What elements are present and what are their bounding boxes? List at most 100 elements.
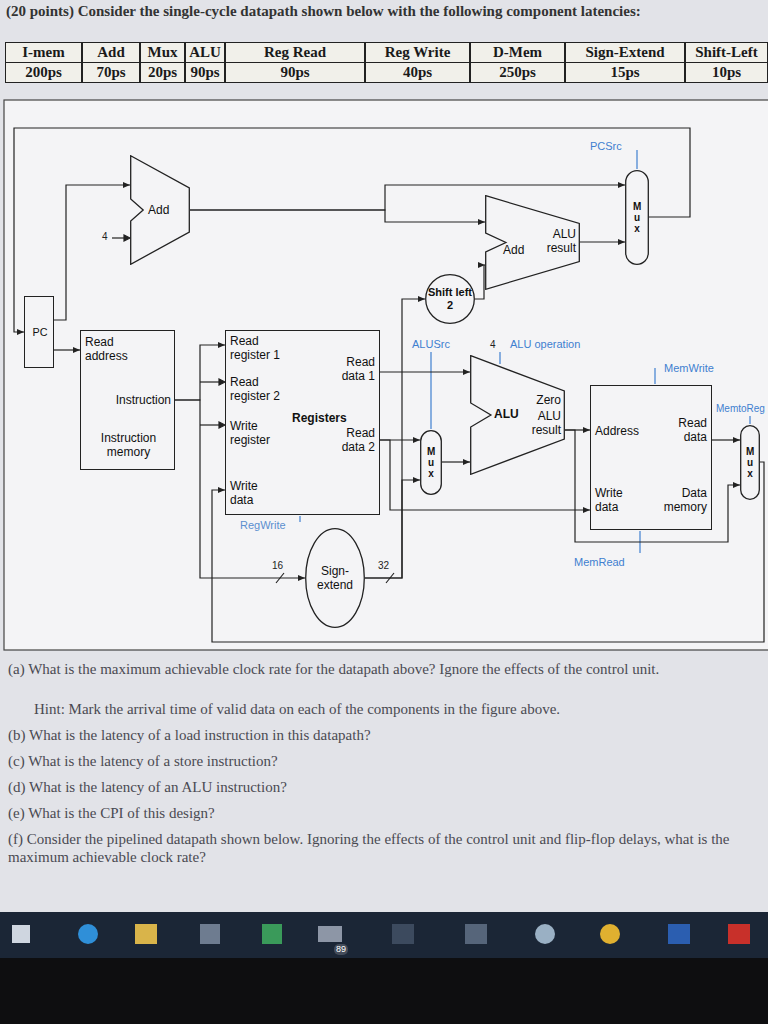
node-text: Registers (292, 411, 347, 425)
node-text: Data memory (655, 486, 707, 514)
table-value-cell: 10ps (685, 62, 768, 83)
table-header-cell: Add (82, 42, 140, 63)
node-text: Write data (230, 479, 270, 507)
question-text: (e) What is the CPI of this design? (8, 804, 760, 822)
outline (741, 426, 760, 500)
node-text: Read register 1 (230, 334, 300, 362)
table-header-cell: ALU (185, 42, 225, 63)
table-value-cell: 200ps (5, 62, 82, 83)
node-text: Read register 2 (230, 375, 300, 403)
node-text: Address (595, 424, 639, 438)
wire-connector (380, 371, 470, 372)
taskbar (0, 912, 768, 958)
node-text: Write data (595, 486, 635, 514)
table-header-cell: Reg Read (225, 42, 365, 63)
node-text: M u x (746, 446, 754, 479)
node-text: Write register (230, 419, 290, 447)
table-header-cell: Shift-Left (685, 42, 768, 63)
wire-connector (175, 345, 225, 400)
table-value-cell: 250ps (470, 62, 565, 83)
table-value-cell: 40ps (365, 62, 470, 83)
outline (426, 275, 475, 324)
control-signal: PCSrc (590, 140, 622, 153)
control-signal: MemtoReg (716, 402, 765, 415)
outline (626, 171, 649, 265)
adder-symbol: Add ALU result (485, 195, 580, 290)
node-text: Zero (536, 393, 561, 407)
table-value-cell: 20ps (140, 62, 185, 83)
wire-connector (190, 185, 625, 210)
wire-connector (712, 439, 740, 440)
node-text: Shift left 2 (428, 286, 472, 312)
wire-connector (580, 241, 625, 242)
question-text: (c) What is the latency of a store instr… (8, 752, 760, 770)
control-signal: ALUSrc (412, 338, 450, 351)
node-text: M u x (427, 446, 435, 479)
node-text: Read address (85, 335, 145, 363)
node-text: ALU (494, 407, 519, 421)
node-text: Sign- extend (310, 564, 360, 592)
control-signal: MemWrite (664, 362, 714, 375)
question-text: (b) What is the latency of a load instru… (8, 726, 760, 744)
wire-connector (54, 349, 80, 350)
bus-width: 16 (272, 560, 283, 572)
bus-width: 32 (378, 560, 389, 572)
outline (421, 431, 442, 495)
table-header-cell: I-mem (5, 42, 82, 63)
hint-text: Hint: Mark the arrival time of valid dat… (34, 700, 760, 718)
table-value-cell: 15ps (565, 62, 685, 83)
outline (306, 529, 365, 628)
node-text: Add (503, 243, 524, 257)
adder-symbol: Add (130, 155, 190, 265)
question-text: (a) What is the maximum achievable clock… (8, 660, 760, 678)
node-text: Add (148, 203, 169, 217)
control-signal: RegWrite (240, 519, 286, 532)
mux-symbol: M u x (740, 425, 760, 500)
register-box: PC (24, 296, 54, 368)
table-value-cell: 90ps (225, 62, 365, 83)
memory-block: Address Read dataWrite data Data memory (590, 385, 712, 530)
notification-badge: 89 (334, 944, 348, 955)
table-value-cell: 70ps (82, 62, 140, 83)
register-file: Read register 1 Read register 2 Write regi… (225, 330, 380, 515)
shift-circle: Shift left 2 (425, 274, 475, 324)
wire-connector (190, 210, 485, 222)
bus-width: 4 (490, 339, 496, 351)
wire-connector (54, 185, 130, 320)
node-text: Read data (667, 416, 707, 444)
wire-connector (475, 265, 485, 299)
problem-title: (20 points) Consider the single-cycle da… (6, 2, 762, 20)
alu-symbol: ZeroALUALU result (470, 355, 565, 475)
node-text: Instruction (116, 393, 171, 407)
node-text: ALU result (521, 409, 561, 437)
table-header-cell: Sign-Extend (565, 42, 685, 63)
table-header-cell: Reg Write (365, 42, 470, 63)
node-text: M u x (633, 201, 641, 234)
mux-symbol: M u x (420, 430, 442, 495)
wire-connector (442, 461, 470, 462)
mux-symbol: M u x (625, 170, 649, 265)
memory-block: Read addressInstructionInstruction memor… (80, 330, 175, 470)
node-text: PC (25, 325, 55, 339)
question-text: (d) What is the latency of an ALU instru… (8, 778, 760, 796)
node-text: ALU result (536, 227, 576, 255)
sign-extend-ellipse: Sign- extend (305, 528, 365, 628)
table-value-cell: 90ps (185, 62, 225, 83)
node-text: Instruction memory (85, 431, 172, 459)
outline (131, 156, 190, 265)
control-signal: MemRead (574, 556, 625, 569)
outline (471, 356, 565, 475)
node-text: Read data 1 (331, 355, 375, 383)
question-text: (f) Consider the pipelined datapath show… (8, 830, 760, 866)
table-header-cell: Mux (140, 42, 185, 63)
node-text: Read data 2 (331, 426, 375, 454)
diagram-frame (4, 100, 768, 650)
control-signal: ALU operation (510, 338, 580, 351)
wire-connector (14, 128, 690, 332)
taskbar-icons (12, 924, 750, 944)
table-header-cell: D-Mem (470, 42, 565, 63)
outline (486, 196, 580, 290)
